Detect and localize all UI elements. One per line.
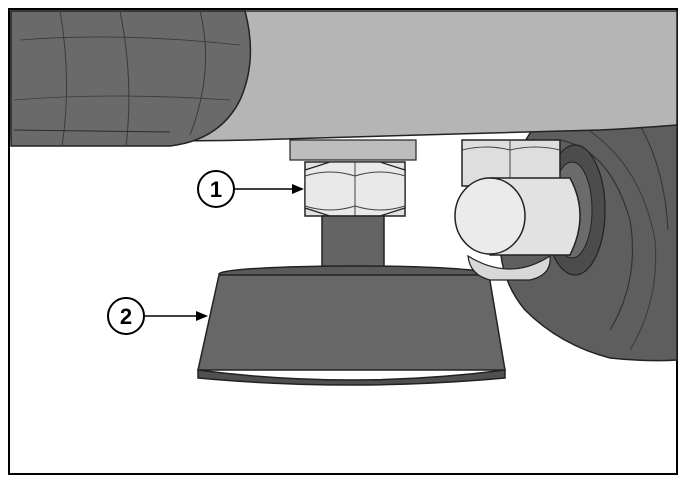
callout-2-arrowhead (196, 311, 208, 321)
callout-2-label: 2 (120, 304, 132, 329)
appliance-housing (10, 10, 678, 147)
callout-2: 2 (107, 297, 208, 335)
callout-1-label: 1 (210, 177, 222, 202)
rear-cap (454, 177, 581, 281)
leveling-foot (197, 265, 506, 386)
callout-1-arrowhead (292, 184, 304, 194)
lock-nut (304, 161, 406, 217)
callout-1: 1 (197, 170, 304, 208)
mounting-plate (289, 139, 417, 161)
threaded-stem (321, 215, 385, 275)
